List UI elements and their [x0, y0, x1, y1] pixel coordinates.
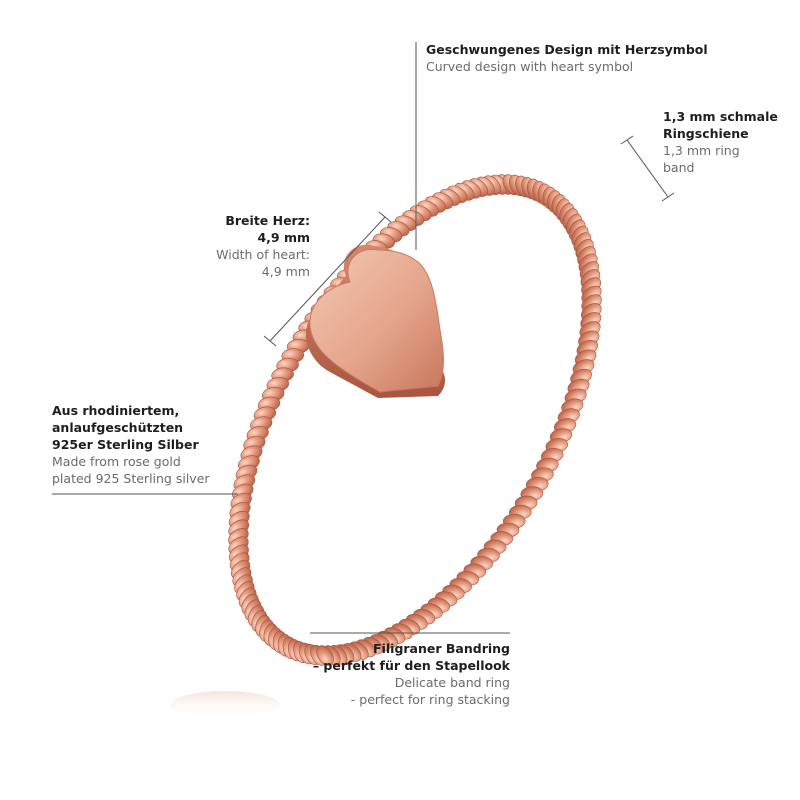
- heart-charm: [305, 244, 446, 398]
- material-label-de-1: Aus rhodiniertem,: [52, 403, 180, 418]
- material-label-en-1: Made from rose gold: [52, 454, 181, 469]
- heart-width-label-en-1: Width of heart:: [216, 247, 310, 262]
- material-label-en-2: plated 925 Sterling silver: [52, 471, 210, 486]
- annotation-material: Aus rhodiniertem, anlaufgeschützten 925e…: [52, 402, 210, 487]
- material-label-de-3: 925er Sterling Silber: [52, 437, 199, 452]
- heart-dimension-tick-2: [378, 211, 392, 223]
- band-width-label-de-2: Ringschiene: [663, 126, 749, 141]
- heart-dimension-line: [269, 216, 386, 342]
- design-label-de: Geschwungenes Design mit Herzsymbol: [426, 42, 708, 57]
- annotation-lines: [52, 42, 675, 634]
- heart-width-label-en-2: 4,9 mm: [261, 264, 310, 279]
- heart-width-label-de-2: 4,9 mm: [257, 230, 310, 245]
- band-width-label-de-1: 1,3 mm schmale: [663, 109, 778, 124]
- heart-dimension-tick-1: [263, 335, 277, 347]
- band-dimension-line: [626, 139, 669, 198]
- band-dimension-tick-1: [620, 135, 634, 145]
- stacking-label-en-1: Delicate band ring: [394, 675, 510, 690]
- stacking-label-de-2: – perfekt für den Stapellook: [312, 658, 510, 673]
- band-width-label-en-2: band: [663, 160, 695, 175]
- heart-width-label-de-1: Breite Herz:: [225, 213, 310, 228]
- ring-reflection: [170, 691, 280, 719]
- rope-bead: [316, 645, 334, 666]
- stacking-label-de-1: Filigraner Bandring: [373, 641, 510, 656]
- band-width-label-en-1: 1,3 mm ring: [663, 143, 740, 158]
- annotation-band-width: 1,3 mm schmale Ringschiene 1,3 mm ring b…: [663, 108, 778, 176]
- material-label-de-2: anlaufgeschützten: [52, 420, 184, 435]
- design-label-en: Curved design with heart symbol: [426, 59, 634, 74]
- annotation-stacking: Filigraner Bandring – perfekt für den St…: [313, 640, 510, 708]
- stacking-label-en-2: - perfect for ring stacking: [350, 692, 510, 707]
- band-dimension-tick-2: [661, 192, 675, 202]
- annotation-design: Geschwungenes Design mit Herzsymbol Curv…: [426, 41, 708, 75]
- annotation-heart-width: Breite Herz: 4,9 mm Width of heart: 4,9 …: [216, 212, 310, 280]
